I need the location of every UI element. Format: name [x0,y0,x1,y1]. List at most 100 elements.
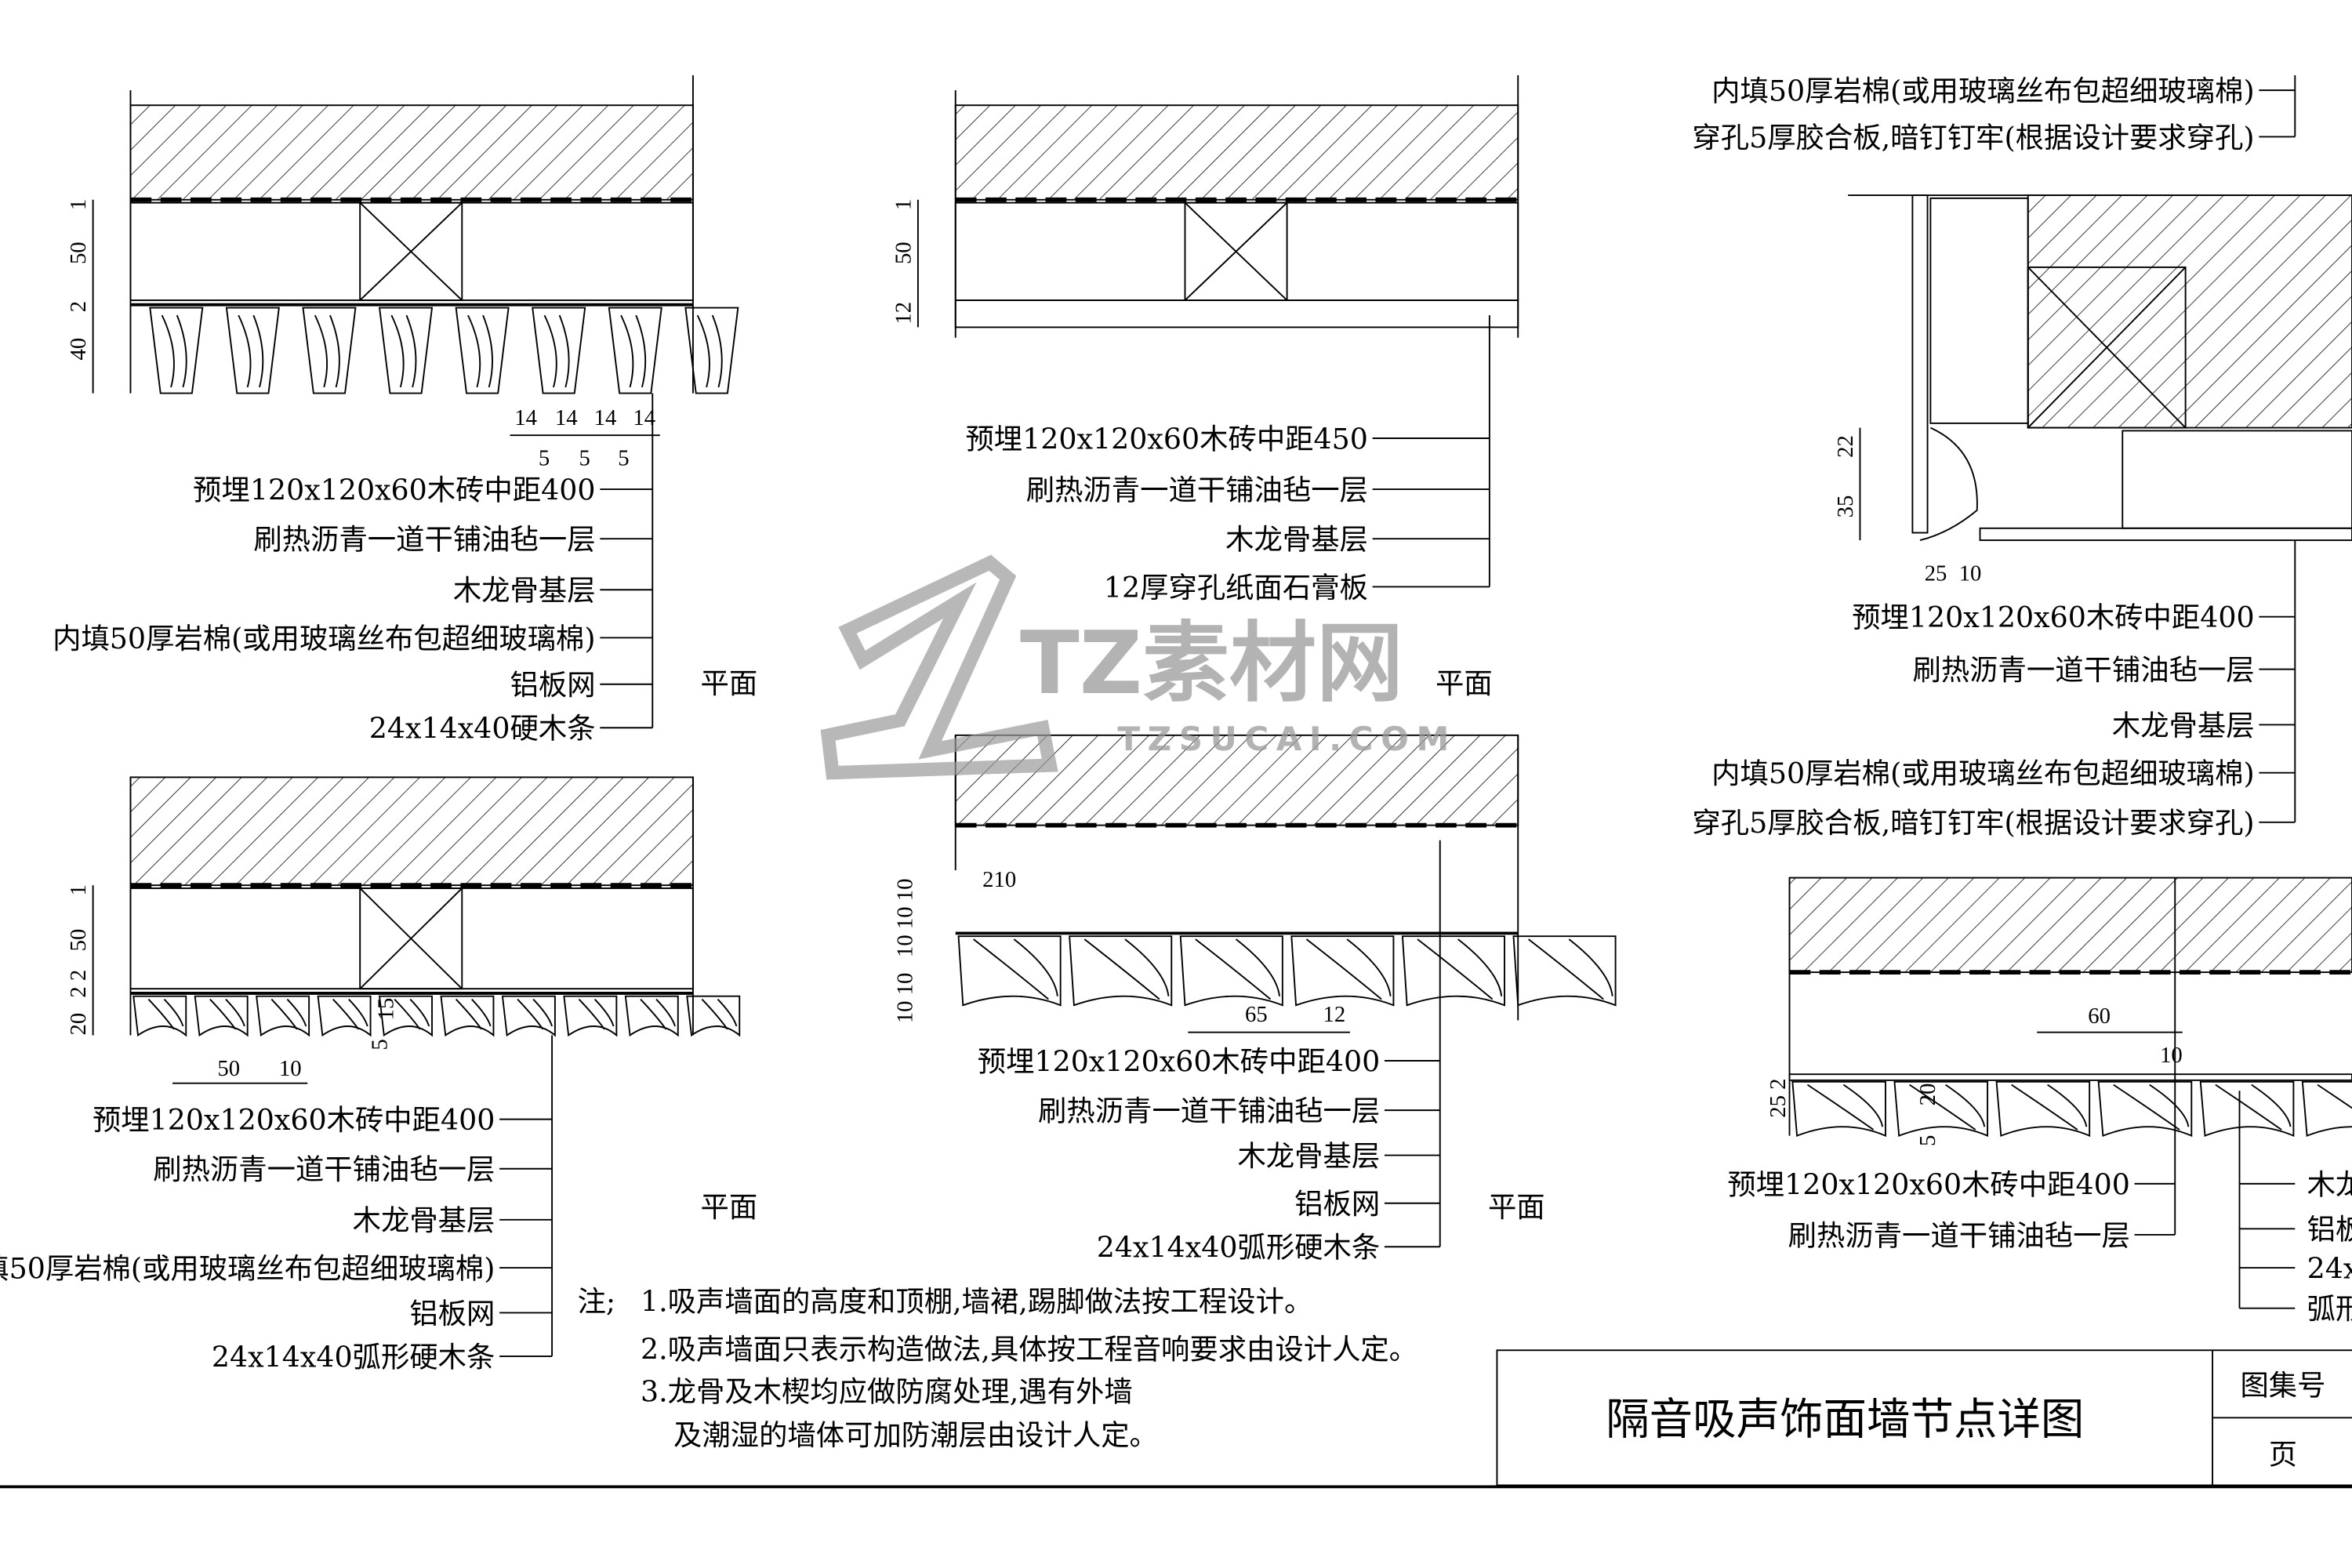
callout-label: 内填50厚岩棉(或用玻璃丝布包超细玻璃棉) [1711,757,2254,790]
detail-c: 1 50 2 2 20 50 10 15 5 预埋120x120x60木砖中距4… [0,776,757,1374]
dim: 50 [217,1056,240,1081]
detail-f: 60 10 25 2 20 5 预埋120x120x60木砖中距400 刷热沥青一… [1727,877,2352,1326]
callout-label: 木龙骨基层 [353,1203,495,1237]
note-item: 及潮湿的墙体可加防潮层由设计人定。 [673,1418,1158,1452]
callout-label: 12厚穿孔纸面石膏板 [1104,571,1368,604]
arc-slat [378,995,433,1037]
dim: 65 [1245,1002,1268,1027]
dim: 210 [982,867,1016,892]
callout-label: 铝板网 [510,668,596,702]
arc-slat [1791,1080,1886,1138]
hardwood-slat [455,307,510,394]
dim: 40 [66,338,91,361]
dim: 12 [891,302,916,325]
callout-label: 内填50厚岩棉(或用玻璃丝布包超细玻璃棉) [0,1251,495,1285]
arc-slat [256,995,310,1037]
callout-label: 弧形 [2307,1292,2352,1326]
notes: 注; 1.吸声墙面的高度和顶棚,墙裙,踢脚做法按工程设计。 2.吸声墙面只表示构… [578,1285,1418,1452]
dim: 20 [1915,1083,1940,1106]
dim: 50 [891,241,916,264]
dim: 14 [633,405,655,430]
callout-label: 刷热沥青一道干铺油毡一层 [1026,473,1368,506]
watermark: TZ素材网 TZSUCAI.COM [820,554,1457,780]
detail-a: 1 50 2 40 14 14 14 14 5 5 5 预埋120x120x60… [53,74,757,746]
dim: 60 [2088,1004,2111,1029]
arc-slat [1893,1080,1989,1138]
hardwood-slat [608,307,662,394]
callout-label: 预埋120x120x60木砖中距450 [965,422,1367,456]
callout-label: 木龙 [2307,1167,2352,1201]
callout-label: 铝板网 [409,1297,495,1330]
dim: 50 [66,241,91,264]
arc-slat [501,995,556,1037]
dim: 5 [579,445,590,470]
callout-label: 内填50厚岩棉(或用玻璃丝布包超细玻璃棉) [53,622,595,655]
callout-label: 铝板 [2307,1213,2352,1247]
arc-slat [317,995,372,1037]
dim: 25 [1925,561,1947,586]
arc-slat [957,935,1062,1007]
arc-slat [624,995,679,1037]
watermark-url: TZSUCAI.COM [1117,720,1457,758]
callout-label: 木龙骨基层 [2112,709,2255,742]
hardwood-slat [225,307,280,394]
dim: 10 [2160,1043,2183,1068]
dim: 25 2 [1766,1078,1791,1117]
title-block: 隔音吸声饰面墙节点详图 图集号 页 [0,1349,2352,1489]
hardwood-slat [302,307,357,394]
arc-slat [1179,935,1283,1007]
dim: 5 [539,445,550,470]
dim: 5 [1915,1135,1940,1146]
callout-label: 预埋120x120x60木砖中距400 [1727,1167,2129,1201]
dim: 5 [368,1039,393,1050]
callout-label: 刷热沥青一道干铺油毡一层 [153,1152,495,1186]
dim: 10 [279,1056,302,1081]
dim: 14 [594,405,617,430]
detail-d: 210 10 10 10 10 10 65 12 预埋120x120x60木砖中… [892,734,1617,1265]
arc-slat [132,995,187,1037]
callout-label: 24x [2307,1251,2352,1285]
dim: 35 [1833,495,1858,518]
dim: 5 [618,445,629,470]
callout-label: 预埋120x120x60木砖中距400 [93,1103,495,1137]
dim: 2 2 [66,970,91,998]
note-item: 2.吸声墙面只表示构造做法,具体按工程音响要求由设计人定。 [641,1333,1417,1367]
atlas-number-label: 图集号 [2240,1369,2325,1403]
page-label: 页 [2269,1438,2297,1472]
callout-label: 刷热沥青一道干铺油毡一层 [253,523,595,557]
arc-slat [194,995,249,1037]
arc-slat [563,995,618,1037]
detail-b: 1 50 12 预埋120x120x60木砖中距450 刷热沥青一道干铺油毡一层木… [891,74,1519,700]
hardwood-slat [149,307,204,394]
dim: 22 [1833,435,1858,458]
callout-label: 刷热沥青一道干铺油毡一层 [1038,1094,1380,1128]
note-item: 3.龙骨及木楔均应做防腐处理,遇有外墙 [641,1374,1133,1408]
dim: 1 [891,199,916,210]
arc-slat [1290,935,1395,1007]
callout-label: 24x14x40硬木条 [369,712,596,746]
dim: 10 [1959,561,1982,586]
callout-label: 木龙骨基层 [1225,523,1368,557]
arc-slat [1401,935,1505,1007]
hardwood-slat [532,307,586,394]
callout-label: 穿孔5厚胶合板,暗钉钉牢(根据设计要求穿孔) [1692,806,2254,840]
callout-label: 木龙骨基层 [453,574,596,608]
dim: 12 [1323,1002,1345,1027]
callout-label: 铝板网 [1294,1187,1380,1221]
arc-slat [2097,1080,2193,1138]
view-label: 平面 [1436,666,1493,700]
arc-slat [2301,1080,2352,1138]
callout-label: 木龙骨基层 [1237,1139,1380,1173]
callout-label: 刷热沥青一道干铺油毡一层 [1788,1218,2130,1252]
arc-slat [2199,1080,2295,1138]
notes-prefix: 注; [578,1285,616,1319]
callout-label: 内填50厚岩棉(或用玻璃丝布包超细玻璃棉) [1711,74,2254,108]
callout-label: 24x14x40弧形硬木条 [212,1340,495,1374]
arc-slat [440,995,495,1037]
callout-label: 24x14x40弧形硬木条 [1097,1231,1380,1265]
callout-label: 预埋120x120x60木砖中距400 [1852,601,2254,634]
view-label: 平面 [700,1190,757,1224]
note-item: 1.吸声墙面的高度和顶棚,墙裙,踢脚做法按工程设计。 [641,1285,1312,1319]
watermark-logo-icon [820,554,1058,780]
